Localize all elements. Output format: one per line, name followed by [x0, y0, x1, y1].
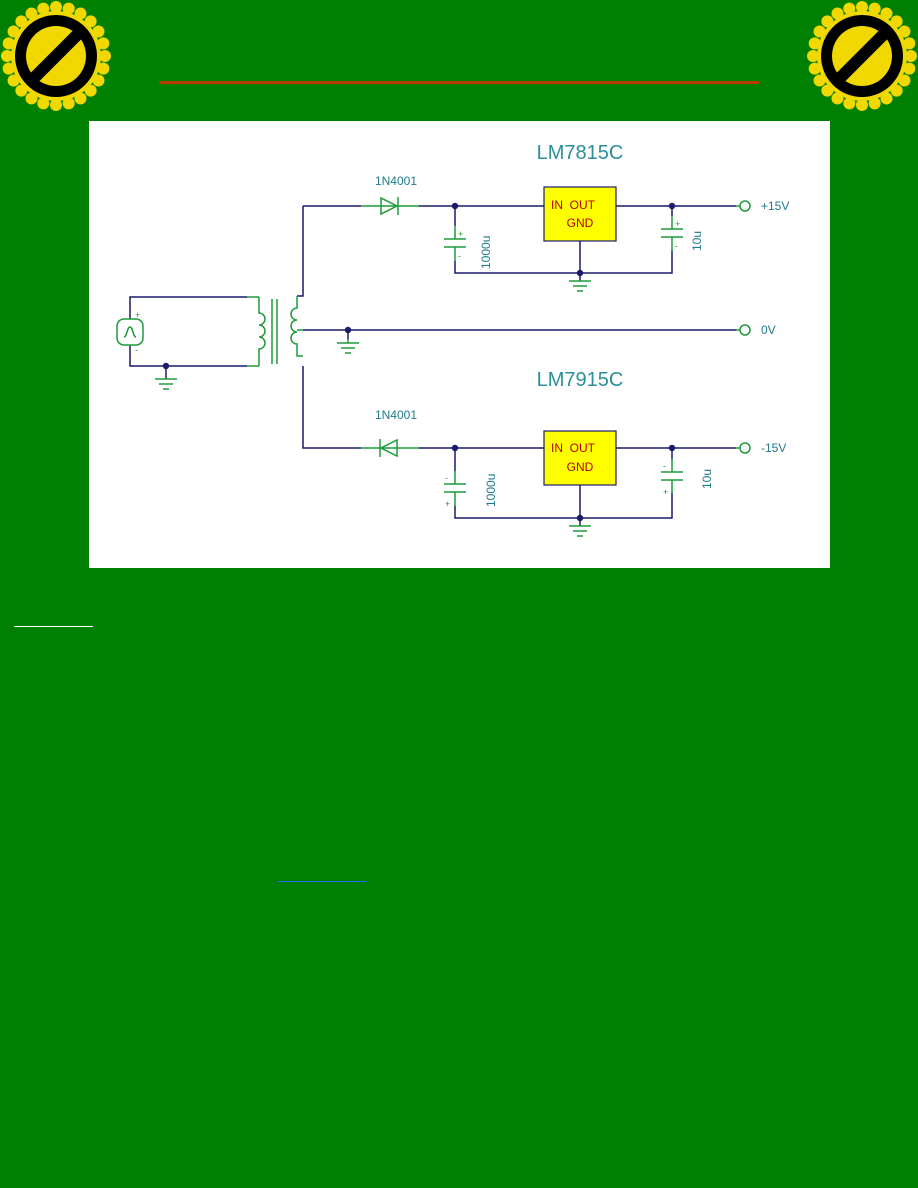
junction-dots [162, 202, 676, 522]
wires [129, 205, 736, 526]
regulator-top-name: LM7815C [537, 142, 624, 164]
cap-in-top-label: 1000u [479, 236, 493, 269]
svg-text:+: + [445, 499, 450, 509]
no-entry-badge-right [806, 0, 918, 112]
regulator-top-pins: IN OUT [551, 198, 596, 212]
svg-text:+: + [663, 487, 668, 497]
regulator-top-body [543, 186, 617, 242]
title-rule [159, 81, 759, 84]
svg-text:-: - [663, 461, 666, 471]
regulator-bottom-gnd: GND [567, 460, 594, 474]
regulator-bottom-body [543, 430, 617, 486]
polarity-marks: + - + - - + - + + - [135, 219, 680, 509]
svg-text:+: + [135, 310, 140, 320]
svg-text:+: + [458, 229, 463, 239]
svg-text:-: - [458, 251, 461, 261]
svg-text:-: - [445, 473, 448, 483]
cap-out-bottom-label: 10u [700, 469, 714, 489]
diode-top-label: 1N4001 [375, 174, 417, 188]
link-underline[interactable] [14, 626, 93, 627]
svg-text:-: - [675, 241, 678, 251]
no-entry-gear-icon [807, 1, 917, 111]
regulator-bottom-pins: IN OUT [551, 441, 596, 455]
output-neg-label: -15V [761, 441, 786, 455]
output-pos-label: +15V [761, 199, 789, 213]
svg-text:+: + [675, 219, 680, 229]
cap-in-bottom-label: 1000u [484, 474, 498, 507]
regulator-top-gnd: GND [567, 216, 594, 230]
no-entry-gear-icon [1, 1, 111, 111]
svg-text:-: - [135, 345, 138, 355]
output-zero-label: 0V [761, 323, 776, 337]
link-underline[interactable] [277, 881, 366, 882]
components [116, 196, 751, 537]
no-entry-badge-left [0, 0, 112, 112]
circuit-diagram: + - + - - + - + + - IN OUT GND IN OUT GN… [89, 121, 830, 568]
regulator-bottom-name: LM7915C [537, 369, 624, 391]
diode-bottom-label: 1N4001 [375, 408, 417, 422]
cap-out-top-label: 10u [690, 231, 704, 251]
